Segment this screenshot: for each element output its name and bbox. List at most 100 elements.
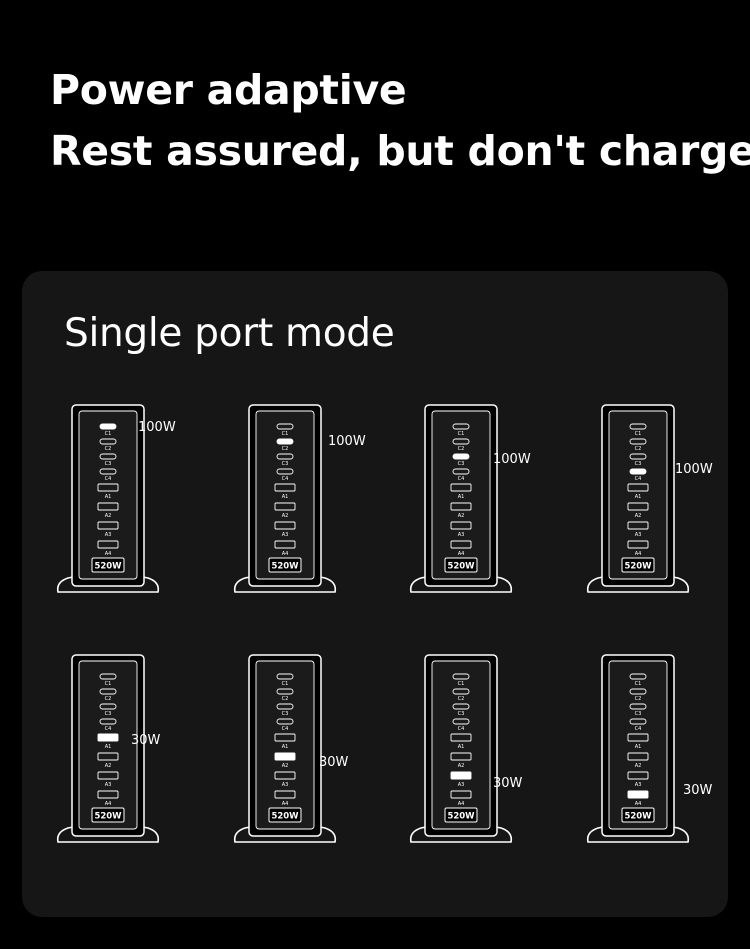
- port-label: C3: [458, 711, 465, 717]
- port-label: A1: [282, 744, 289, 750]
- rating-display: [268, 557, 302, 573]
- port-c1-icon: [99, 423, 117, 430]
- port-a2-icon: [274, 752, 296, 761]
- port-c2-icon: [452, 688, 470, 695]
- port-c3-icon: [452, 453, 470, 460]
- port-c2-icon: [629, 688, 647, 695]
- port-label: A2: [458, 763, 465, 769]
- port-label: C2: [458, 446, 465, 452]
- port-c3-icon: [276, 453, 294, 460]
- port-label: A4: [458, 551, 465, 557]
- rating-label: 520W: [624, 562, 652, 572]
- wattage-label: 30W: [683, 783, 713, 798]
- port-a1-icon: [450, 483, 472, 492]
- rating-label: 520W: [94, 812, 122, 822]
- port-a1-icon: [450, 733, 472, 742]
- charger-face: [608, 660, 668, 830]
- rating-display: [268, 807, 302, 823]
- port-c3-icon: [629, 453, 647, 460]
- port-a2-icon: [274, 502, 296, 511]
- port-label: A3: [282, 532, 289, 538]
- port-a4-icon: [627, 790, 649, 799]
- port-label: A3: [105, 532, 112, 538]
- rating-display: [621, 807, 655, 823]
- wattage-label: 100W: [328, 434, 366, 449]
- port-label: A2: [458, 513, 465, 519]
- port-a4-icon: [274, 540, 296, 549]
- port-c1-icon: [629, 673, 647, 680]
- port-label: A2: [282, 513, 289, 519]
- port-label: A1: [458, 744, 465, 750]
- rating-display: [444, 807, 478, 823]
- port-c1-icon: [276, 673, 294, 680]
- port-label: A3: [635, 532, 642, 538]
- headline-line-1: Power adaptive: [50, 66, 407, 114]
- port-c3-icon: [276, 703, 294, 710]
- port-a3-icon: [274, 771, 296, 780]
- port-c2-icon: [99, 438, 117, 445]
- port-label: C2: [105, 696, 112, 702]
- port-a2-icon: [450, 752, 472, 761]
- port-a2-icon: [627, 502, 649, 511]
- port-label: C3: [282, 711, 289, 717]
- port-label: C1: [105, 431, 112, 437]
- port-a2-icon: [97, 752, 119, 761]
- port-c3-icon: [452, 703, 470, 710]
- port-label: A2: [105, 763, 112, 769]
- charger-face: [78, 660, 138, 830]
- port-c4-icon: [276, 718, 294, 725]
- port-label: C4: [105, 726, 112, 732]
- port-c4-icon: [99, 468, 117, 475]
- port-label: C4: [282, 726, 289, 732]
- port-label: A1: [105, 494, 112, 500]
- port-a3-icon: [274, 521, 296, 530]
- charger-face: [431, 660, 491, 830]
- rating-label: 520W: [94, 562, 122, 572]
- port-label: C3: [635, 711, 642, 717]
- port-label: A3: [458, 532, 465, 538]
- rating-display: [621, 557, 655, 573]
- port-label: C1: [635, 681, 642, 687]
- wattage-label: 100W: [675, 462, 713, 477]
- port-a4-icon: [97, 790, 119, 799]
- port-a3-icon: [97, 521, 119, 530]
- charger-face: [78, 410, 138, 580]
- port-label: C1: [458, 681, 465, 687]
- port-label: A3: [458, 782, 465, 788]
- port-label: C4: [635, 476, 642, 482]
- port-label: A2: [105, 513, 112, 519]
- rating-label: 520W: [271, 562, 299, 572]
- port-a1-icon: [274, 733, 296, 742]
- port-label: C4: [282, 476, 289, 482]
- rating-display: [91, 557, 125, 573]
- charger-face: [431, 410, 491, 580]
- port-label: C3: [105, 711, 112, 717]
- headline-line-2: Rest assured, but don't charge: [50, 127, 750, 175]
- port-c2-icon: [452, 438, 470, 445]
- port-a4-icon: [627, 540, 649, 549]
- port-label: A3: [635, 782, 642, 788]
- port-a2-icon: [97, 502, 119, 511]
- port-label: C1: [282, 431, 289, 437]
- port-label: A4: [458, 801, 465, 807]
- port-label: C2: [282, 696, 289, 702]
- wattage-label: 30W: [319, 755, 349, 770]
- port-label: A1: [105, 744, 112, 750]
- port-label: A4: [282, 801, 289, 807]
- port-c2-icon: [276, 688, 294, 695]
- port-label: C1: [282, 681, 289, 687]
- rating-label: 520W: [271, 812, 299, 822]
- port-c3-icon: [629, 703, 647, 710]
- rating-label: 520W: [447, 562, 475, 572]
- port-c2-icon: [276, 438, 294, 445]
